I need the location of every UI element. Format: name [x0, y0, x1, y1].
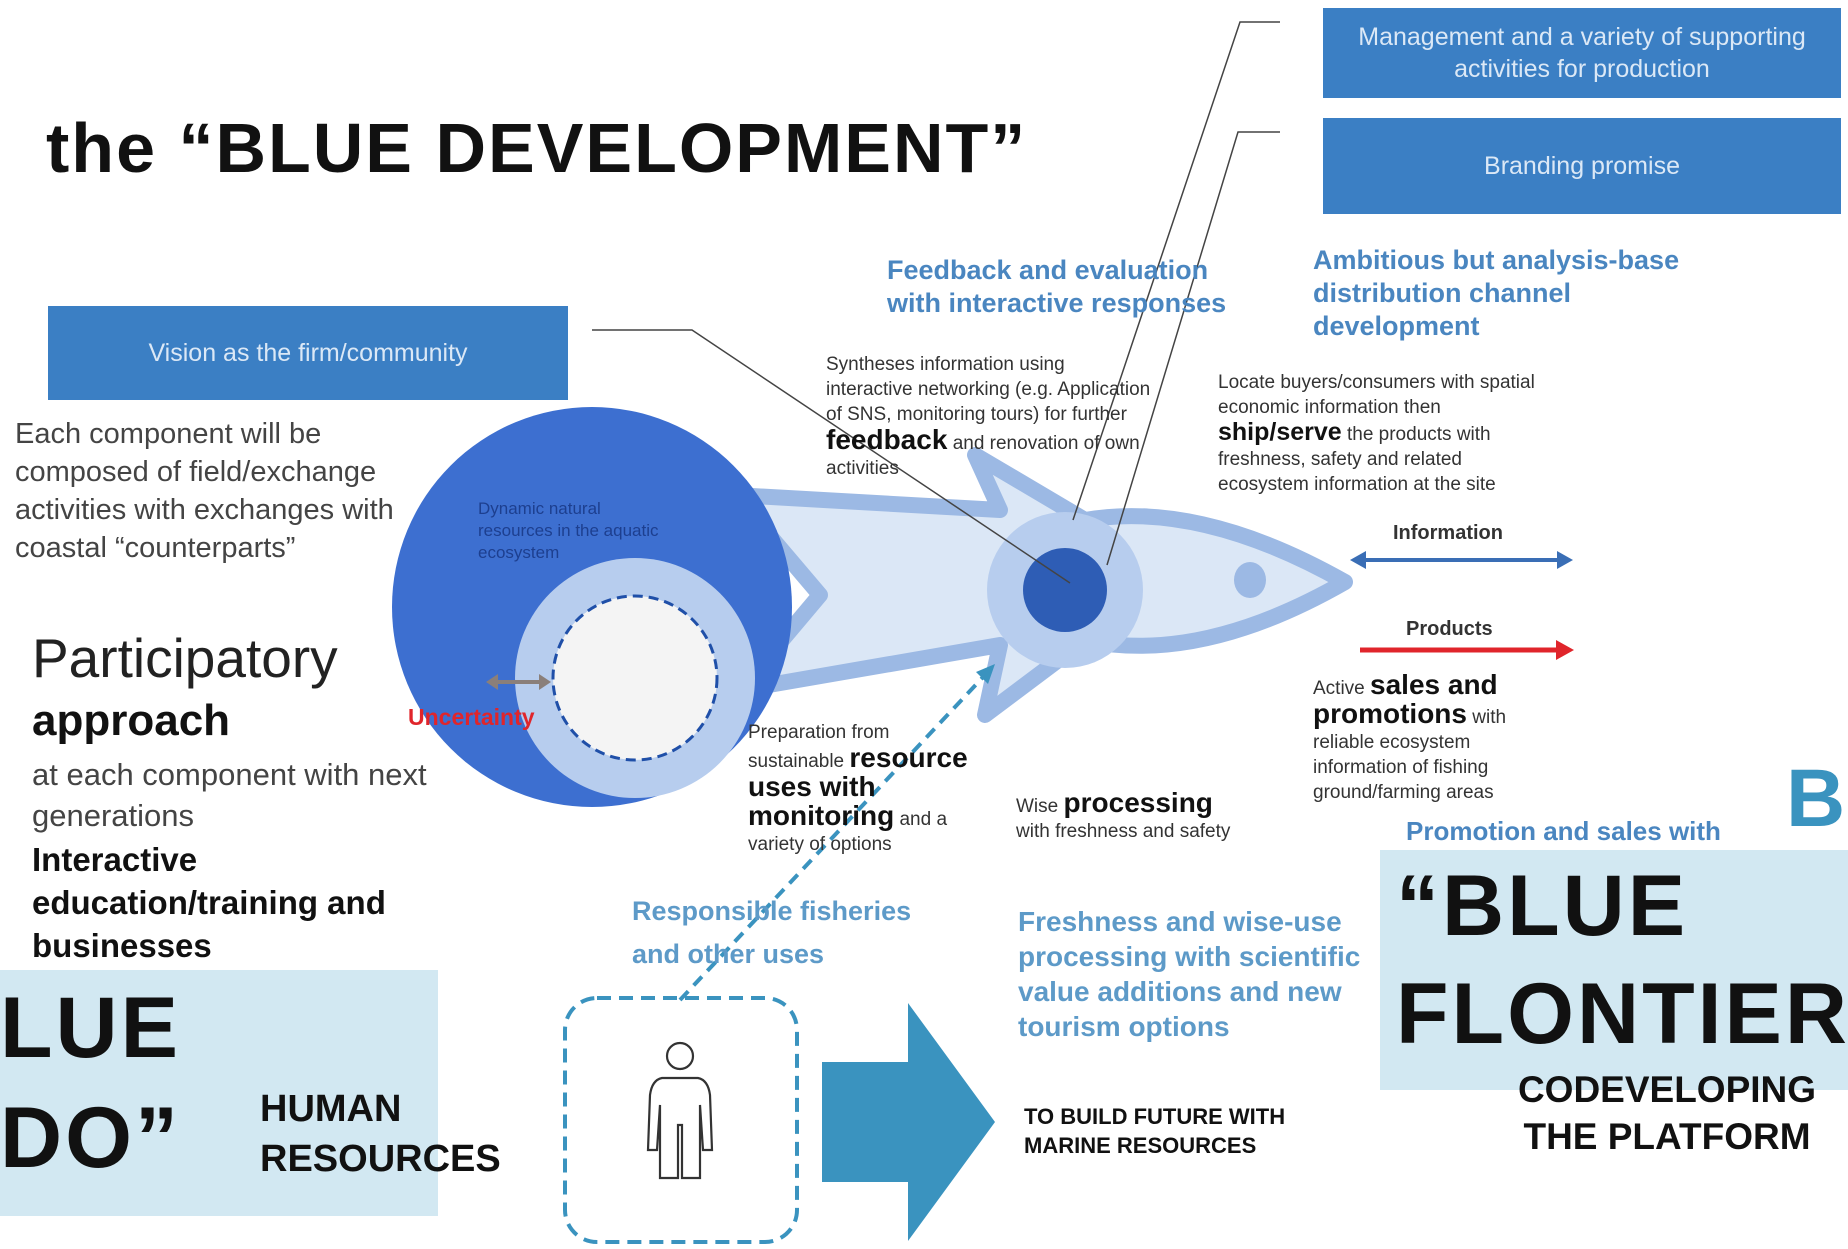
at-each-text: at each component with next generations [32, 757, 427, 833]
locate-c: the products with freshness, safety and … [1218, 424, 1496, 495]
person-icon [646, 1041, 714, 1180]
wise-c: with freshness and safety [1016, 821, 1231, 842]
management-box: Management and a variety of supporting a… [1323, 8, 1841, 98]
preparation-a: Preparation from sustainable [748, 722, 890, 772]
feedback-inner-circle [1023, 548, 1107, 632]
preparation-text: Preparation from sustainable resource us… [748, 720, 988, 857]
wise-processing: processing [1063, 787, 1213, 818]
active-sales-text: Active sales and promotions with reliabl… [1313, 669, 1553, 805]
locate-a: Locate buyers/consumers with spatial eco… [1218, 372, 1535, 418]
future-arrow [822, 1003, 995, 1241]
feedback-heading: Feedback and evaluation with interactive… [887, 255, 1227, 318]
blue-frontier-line1: “BLUE [1396, 858, 1689, 954]
branding-label: Branding promise [1484, 152, 1680, 180]
approach-text: approach [32, 696, 231, 745]
active-c: with reliable ecosystem information of f… [1313, 707, 1507, 803]
blue-do-box [0, 970, 438, 1216]
blue-frontier-line2: FLONTIER [1396, 966, 1848, 1062]
locate-ship: ship/serve [1218, 418, 1342, 446]
syntheses-c: and renovation of own activities [826, 433, 1140, 479]
syntheses-feedback: feedback [826, 424, 948, 455]
corner-letter: B [1786, 753, 1846, 844]
person-box [563, 996, 799, 1244]
blue-do-line1: LUE [0, 980, 181, 1076]
information-label: Information [1393, 522, 1503, 544]
participatory-text: Participatory [32, 627, 338, 689]
to-build-text: TO BUILD FUTURE WITH MARINE RESOURCES [1024, 1104, 1286, 1158]
blue-frontier-box [1380, 850, 1848, 1090]
uncertainty-label: Uncertainty [408, 704, 535, 730]
freshness-text: Freshness and wise-use processing with s… [1018, 906, 1361, 1042]
locate-text: Locate buyers/consumers with spatial eco… [1218, 370, 1558, 497]
codeveloping-text: CODEVELOPING THE PLATFORM [1517, 1069, 1817, 1157]
vision-label: Vision as the firm/community [148, 339, 468, 367]
uncertainty-core [551, 594, 719, 762]
syntheses-text: Syntheses information using interactive … [826, 352, 1156, 481]
active-a: Active [1313, 678, 1365, 699]
preparation-c: and a variety of options [748, 809, 948, 855]
vision-box: Vision as the firm/community [48, 306, 568, 400]
human-resources-text: HUMAN RESOURCES [260, 1088, 501, 1180]
products-label: Products [1406, 618, 1493, 640]
wise-a: Wise [1016, 796, 1059, 817]
wise-text: Wise processing with freshness and safet… [1016, 787, 1246, 844]
ambitious-heading: Ambitious but analysis-base distribution… [1313, 245, 1680, 341]
responsible-text: Responsible fisheries and other uses [632, 896, 912, 969]
dynamic-resources-label: Dynamic natural resources in the aquatic… [478, 499, 659, 562]
blue-do-line2: DO” [0, 1090, 181, 1186]
management-label: Management and a variety of supporting a… [1358, 23, 1806, 83]
page-title: the “BLUE DEVELOPMENT” [46, 109, 1028, 187]
interactive-text: Interactive education/training and busin… [32, 841, 386, 964]
syntheses-a: Syntheses information using interactive … [826, 354, 1151, 425]
promotion-heading: Promotion and sales with [1406, 816, 1721, 846]
preparation-resource: resource uses with monitoring [748, 742, 968, 831]
fish-eye [1234, 562, 1266, 598]
branding-box: Branding promise [1323, 118, 1841, 214]
active-sales: sales and promotions [1313, 669, 1498, 729]
each-component-text: Each component will be composed of field… [15, 418, 394, 564]
